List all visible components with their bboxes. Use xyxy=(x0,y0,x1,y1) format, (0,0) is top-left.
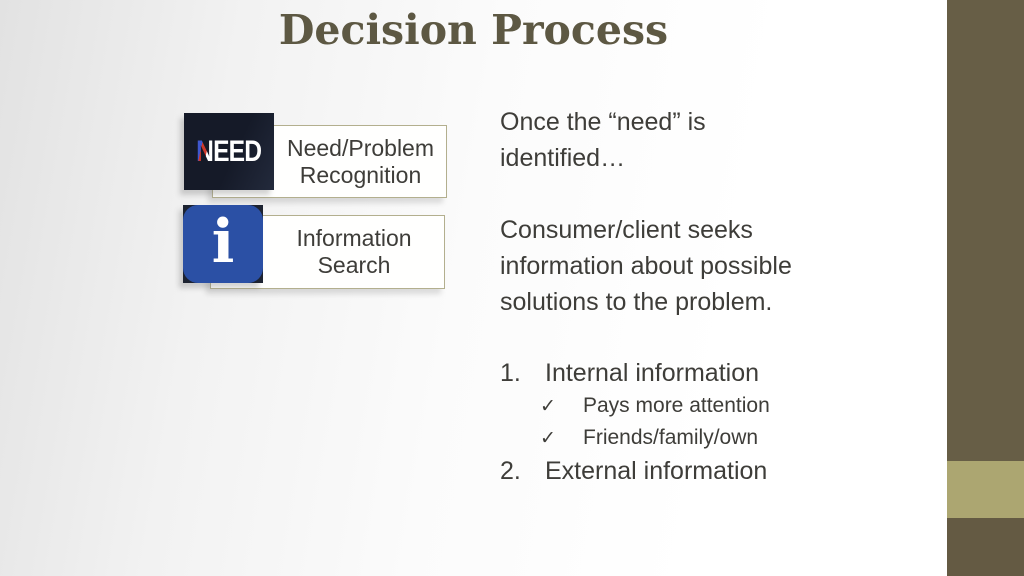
right-accent-bar-light-band xyxy=(947,461,1024,518)
flow-box-label-line: Need/Problem xyxy=(286,134,435,161)
intro-line: Once the “need” is xyxy=(500,108,706,136)
list-number: 2. xyxy=(500,457,521,485)
right-accent-bar-bottom-segment xyxy=(947,518,1024,576)
need-logo-icon: NEED xyxy=(184,113,274,190)
list-item-text: Internal information xyxy=(545,359,760,387)
paragraph-line: Consumer/client seeks xyxy=(500,216,753,244)
list-item: 1. Internal information xyxy=(500,356,946,390)
list-item-text: Friends/family/own xyxy=(583,426,759,449)
list-sub-item: ✓ Friends/family/own xyxy=(500,422,946,454)
intro-paragraph: Once the “need” is identified… xyxy=(500,104,940,176)
need-logo-text: NEED xyxy=(196,134,262,168)
page-title: Decision Process xyxy=(278,6,669,54)
right-accent-bar xyxy=(947,0,1024,576)
flow-box-label-line: Search xyxy=(317,252,391,278)
information-sources-list: 1. Internal information ✓ Pays more atte… xyxy=(500,356,946,488)
list-item-text: Pays more attention xyxy=(583,394,770,417)
info-icon-letter: i xyxy=(211,207,235,277)
seek-info-paragraph: Consumer/client seeks information about … xyxy=(500,212,940,320)
checkmark-icon: ✓ xyxy=(540,428,556,449)
list-item-text: External information xyxy=(545,457,768,485)
flow-box-label-line: Recognition xyxy=(299,161,422,188)
info-icon-rounded-square: i xyxy=(183,205,263,283)
list-sub-item: ✓ Pays more attention xyxy=(500,390,946,422)
list-item: 2. External information xyxy=(500,454,946,488)
intro-line: identified… xyxy=(500,144,626,172)
paragraph-line: information about possible xyxy=(500,252,792,280)
list-number: 1. xyxy=(500,359,521,387)
info-icon: i xyxy=(183,205,263,283)
paragraph-line: solutions to the problem. xyxy=(500,288,773,316)
flow-box-label-line: Information xyxy=(296,225,412,251)
checkmark-icon: ✓ xyxy=(540,396,556,417)
